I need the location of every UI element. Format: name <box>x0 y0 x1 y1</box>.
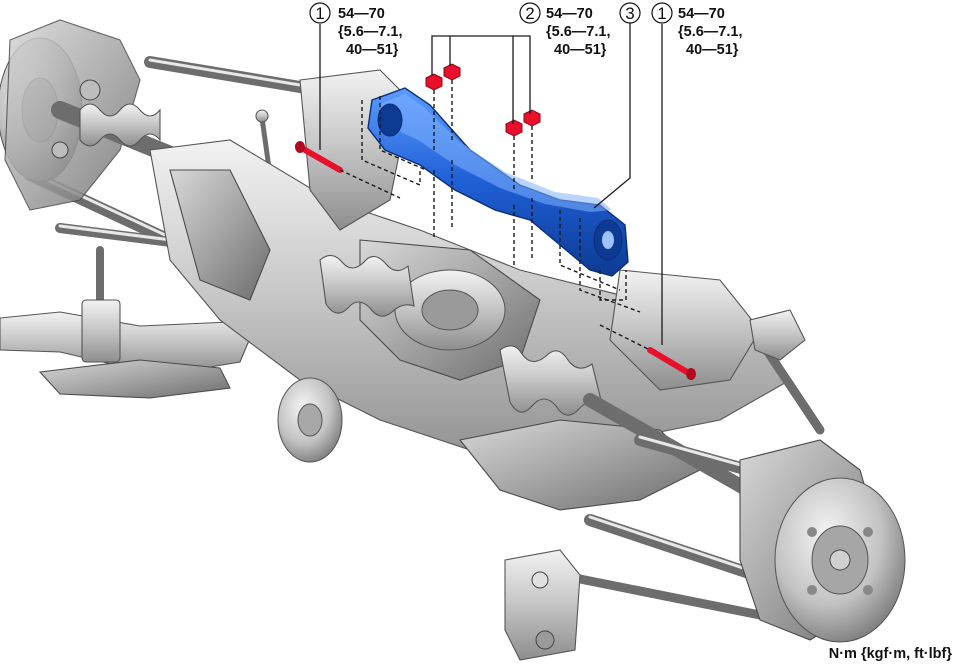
unit-label: N·m {kgf·m, ft·lbf} <box>829 646 953 662</box>
torque-line-1: 54—70 <box>546 6 593 22</box>
left-wheel-flange <box>277 377 343 463</box>
leader-lines <box>319 22 663 345</box>
highlighted-member <box>367 87 629 277</box>
torque-line-3: 40—51} <box>346 42 399 58</box>
callout-3: 3 <box>619 2 641 24</box>
assembly-dashed-lines <box>339 80 651 351</box>
callout-1-left: 1 54—70 {5.6—7.1, 40—51} <box>309 2 403 58</box>
callout-2: 2 54—70 {5.6—7.1, 40—51} <box>519 2 611 58</box>
callout-number: 1 <box>315 4 324 23</box>
torque-line-1: 54—70 <box>678 6 725 22</box>
left-lower-arm <box>0 311 251 399</box>
callout-1-right: 1 54—70 {5.6—7.1, 40—51} <box>651 2 743 58</box>
callout-number: 3 <box>625 4 634 23</box>
bolt-left <box>295 141 343 173</box>
callout-number: 1 <box>657 4 666 23</box>
torque-line-1: 54—70 <box>338 6 385 22</box>
bottom-mount-bracket <box>504 549 581 661</box>
bolt-right <box>647 347 696 380</box>
right-hub-knuckle <box>739 439 906 643</box>
torque-line-3: 40—51} <box>686 42 739 58</box>
torque-line-2: {5.6—7.1, <box>546 24 611 40</box>
callout-number: 2 <box>525 4 534 23</box>
torque-line-3: 40—51} <box>554 42 607 58</box>
nuts <box>425 63 541 137</box>
torque-line-2: {5.6—7.1, <box>338 24 403 40</box>
left-drive-shaft-boot <box>319 254 415 317</box>
torque-line-2: {5.6—7.1, <box>678 24 743 40</box>
